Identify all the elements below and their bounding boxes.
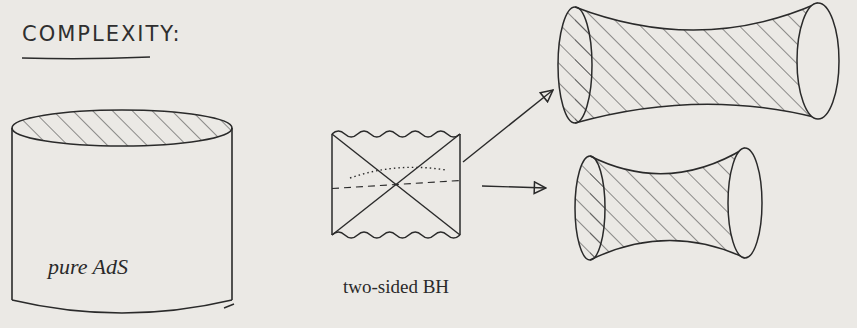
outline	[328, 122, 464, 247]
wormhole-small	[575, 148, 762, 260]
node-label: two-sided BH	[343, 276, 449, 298]
outline	[8, 106, 236, 320]
title: COMPLEXITY:	[22, 22, 181, 46]
penrose-node: two-sided BH	[328, 122, 464, 247]
cylinder-node: pure AdS	[8, 106, 236, 320]
wormhole-large	[558, 3, 839, 123]
title-underline	[22, 57, 150, 59]
arrow	[482, 186, 546, 188]
arrow	[463, 90, 553, 162]
node-label: pure AdS	[48, 254, 128, 280]
